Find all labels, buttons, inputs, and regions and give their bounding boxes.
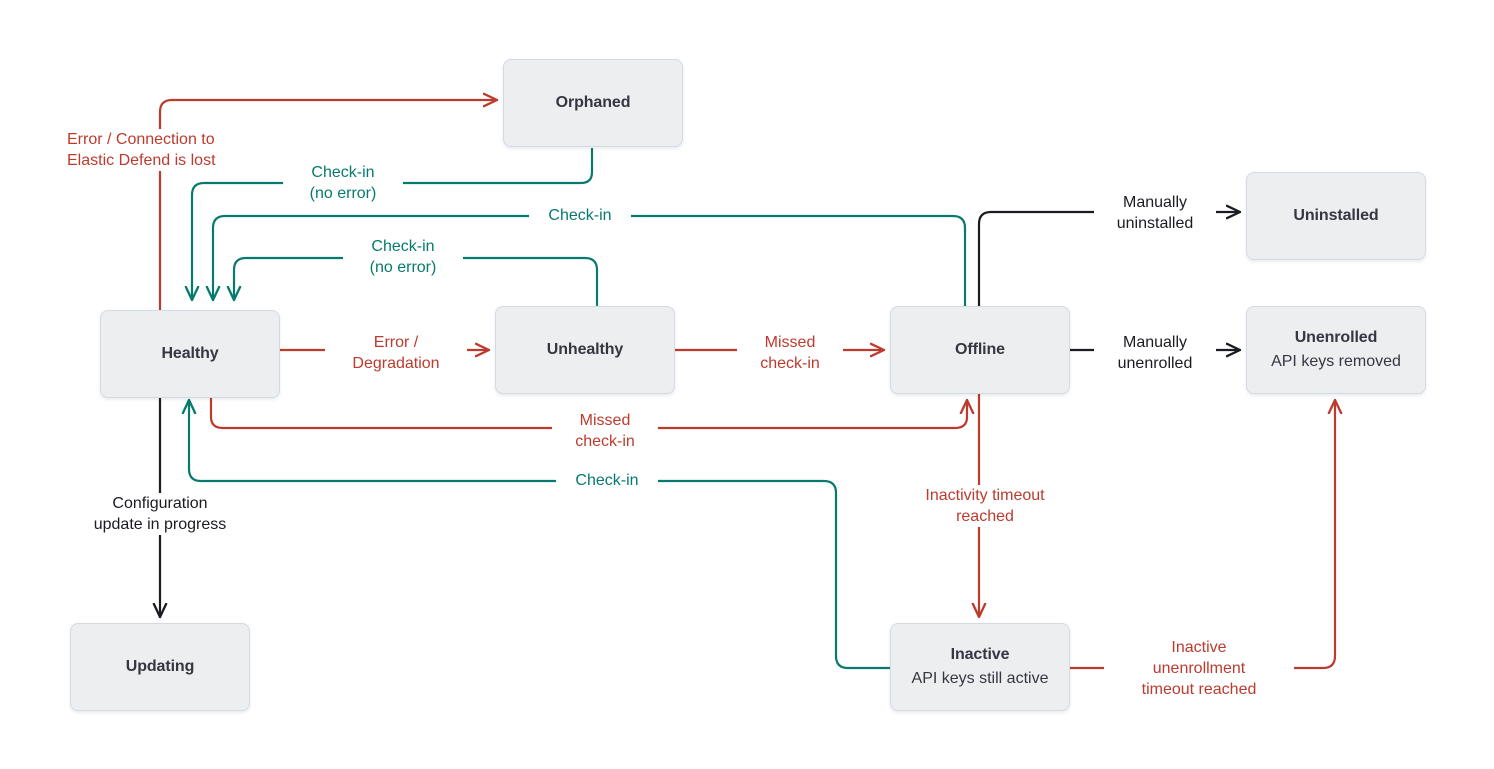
node-orphaned[interactable]: Orphaned (503, 59, 683, 147)
edge-offline-to-healthy (213, 214, 967, 309)
node-unenrolled-title: Unenrolled (1294, 328, 1378, 346)
edge-label-healthy-to-offline: Missed check-in (552, 410, 658, 453)
node-inactive-subtitle: API keys still active (911, 669, 1049, 687)
node-unenrolled[interactable]: Unenrolled API keys removed (1246, 306, 1426, 394)
edge-label-offline-to-uninstalled: Manually uninstalled (1094, 192, 1216, 235)
node-healthy-title: Healthy (161, 344, 219, 362)
node-offline[interactable]: Offline (890, 306, 1070, 394)
edge-label-healthy-to-unhealthy: Error / Degradation (325, 332, 467, 375)
node-inactive-title: Inactive (950, 645, 1010, 663)
edge-inactive-to-healthy (189, 400, 892, 670)
node-updating[interactable]: Updating (70, 623, 250, 711)
node-uninstalled[interactable]: Uninstalled (1246, 172, 1426, 260)
edge-label-offline-to-healthy: Check-in (529, 205, 631, 227)
edge-label-inactive-to-unenrolled: Inactive unenrollment timeout reached (1104, 637, 1294, 701)
edge-label-unhealthy-to-healthy: Check-in (no error) (343, 236, 463, 279)
node-offline-title: Offline (955, 340, 1005, 358)
node-healthy[interactable]: Healthy (100, 310, 280, 398)
edge-label-unhealthy-to-offline: Missed check-in (737, 332, 843, 375)
node-unhealthy-title: Unhealthy (546, 340, 624, 358)
edge-label-healthy-to-orphaned: Error / Connection to Elastic Defend is … (62, 129, 272, 172)
edge-label-offline-to-unenrolled: Manually unenrolled (1094, 332, 1216, 375)
node-inactive[interactable]: Inactive API keys still active (890, 623, 1070, 711)
edge-label-healthy-to-updating: Configuration update in progress (57, 493, 263, 536)
edge-label-inactive-to-healthy: Check-in (556, 470, 658, 492)
node-uninstalled-title: Uninstalled (1293, 206, 1379, 224)
node-unenrolled-subtitle: API keys removed (1271, 352, 1401, 370)
edge-inactive-to-unenrolled (1068, 400, 1335, 670)
node-orphaned-title: Orphaned (555, 93, 631, 111)
node-unhealthy[interactable]: Unhealthy (495, 306, 675, 394)
edge-label-orphaned-to-healthy: Check-in (no error) (283, 162, 403, 205)
node-updating-title: Updating (125, 657, 195, 675)
edge-label-offline-to-inactive: Inactivity timeout reached (890, 485, 1080, 528)
